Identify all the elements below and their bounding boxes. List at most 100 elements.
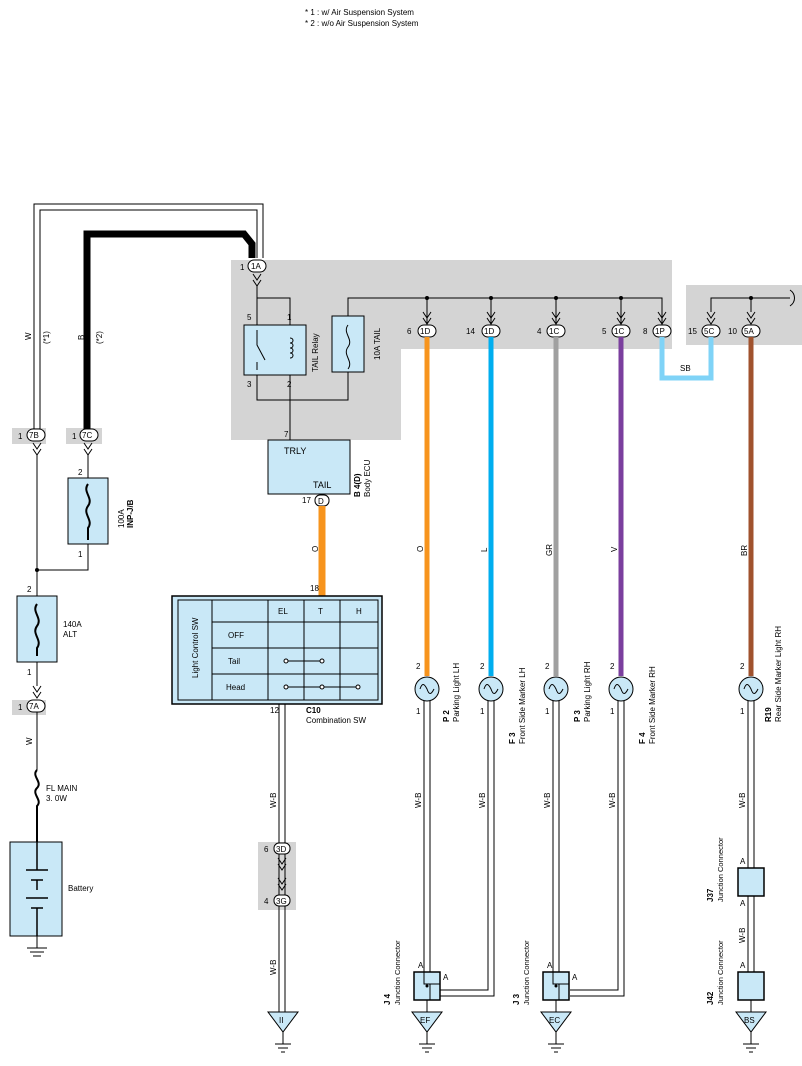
fuse-140a-pin2: 2 xyxy=(27,585,32,594)
ground-ii xyxy=(267,1011,299,1033)
tail-pin17: 17 xyxy=(302,496,311,505)
sw-col-h: H xyxy=(356,607,362,616)
j37-name: Junction Connector xyxy=(716,837,725,902)
relay-pin5: 5 xyxy=(247,313,252,322)
lamp-r19-name: Rear Side Marker Light RH xyxy=(774,626,783,722)
fuse-100a-pin2: 2 xyxy=(78,468,83,477)
battery-label: Battery xyxy=(68,884,93,893)
wire-label-o-ecu: O xyxy=(311,546,320,552)
lamp-p3-name: Parking Light RH xyxy=(583,661,592,722)
wire-label-w: W xyxy=(24,332,33,340)
lamp-p3-pin2: 2 xyxy=(545,662,550,671)
connector-3G xyxy=(273,894,291,907)
connector-7A xyxy=(26,699,46,713)
wire-label-star2: (*2) xyxy=(95,331,104,344)
connector-5C-label: 5C xyxy=(704,327,714,336)
note-2: * 2 : w/o Air Suspension System xyxy=(305,19,419,28)
fl-main-name: FL MAIN xyxy=(46,784,77,793)
fuse-100a-name: INP-J/B xyxy=(126,499,135,528)
lamp-f4-code: F 4 xyxy=(638,732,647,744)
sw-col-el: EL xyxy=(278,607,288,616)
wire-label-wb5: W-B xyxy=(738,793,747,808)
connector-7B-arrow xyxy=(32,442,42,456)
wire-wb-sw xyxy=(278,704,286,1012)
sw-row-head: Head xyxy=(226,683,245,692)
panel-cutout xyxy=(401,349,676,444)
lamp-f4-pin1: 1 xyxy=(610,707,615,716)
ground-ii-label: II xyxy=(279,1016,283,1025)
pin-8: 8 xyxy=(643,327,648,336)
junction-j42: A J42 Junction Connector BS xyxy=(706,940,767,1053)
wire-label-w2: W xyxy=(25,737,34,745)
tail-fuse-label: 10A TAIL xyxy=(373,327,382,360)
pin-5: 5 xyxy=(602,327,607,336)
wire-label-star1: (*1) xyxy=(42,331,51,344)
pin-6: 6 xyxy=(407,327,412,336)
sw-row-tail: Tail xyxy=(228,657,240,666)
j4-pin-a2: A xyxy=(443,973,449,982)
lamp-f3-code: F 3 xyxy=(508,732,517,744)
sw-code: C10 xyxy=(306,706,321,715)
relay-pin1: 1 xyxy=(287,313,292,322)
j37-pin-a1: A xyxy=(740,857,746,866)
connector-3D-arrow xyxy=(277,857,287,871)
ground-ii-symbol xyxy=(275,1032,291,1053)
sw-row-off: OFF xyxy=(228,631,244,640)
relay-contact xyxy=(256,330,266,370)
sw-name: Combination SW xyxy=(306,716,366,725)
j3-name: Junction Connector xyxy=(522,940,531,1005)
fuse-140a-amp: 140A xyxy=(63,620,82,629)
pin-7A: 1 xyxy=(18,703,23,712)
tail-fuse-symbol xyxy=(345,324,351,370)
connector-3D-label: 3D xyxy=(276,845,286,854)
lamp-p2-pin2: 2 xyxy=(416,662,421,671)
wire-label-sb: SB xyxy=(680,364,691,373)
main-junction-dot xyxy=(35,568,39,572)
wire-sb xyxy=(659,337,714,381)
junction-j3: A A J 3 Junction Connector EC xyxy=(512,940,578,1053)
lamp-r19-code: R19 xyxy=(764,707,773,722)
lamp-f3: 2 1 F 3 Front Side Marker LH xyxy=(478,662,527,744)
connector-D-label: D xyxy=(318,497,324,506)
connector-7C xyxy=(79,428,99,442)
ground-ef-label: EF xyxy=(420,1016,430,1025)
connector-1C-a-label: 1C xyxy=(549,327,559,336)
j42-code: J42 xyxy=(706,991,715,1005)
wire-label-l: L xyxy=(480,547,489,552)
wire-100a-to-main xyxy=(37,544,89,571)
trly-label: TRLY xyxy=(284,446,306,456)
wire-b-star2 xyxy=(83,230,256,432)
lamp-p2-name: Parking Light LH xyxy=(452,663,461,722)
j3-pin-a2: A xyxy=(572,973,578,982)
fuse-100a-amp: 100A xyxy=(117,509,126,528)
connector-7C-label: 7C xyxy=(82,431,92,440)
pin-7B: 1 xyxy=(18,432,23,441)
junction-j4: A A J 4 Junction Connector EF xyxy=(383,940,449,1053)
lamp-p2-pin1: 1 xyxy=(416,707,421,716)
sw-pin18: 18 xyxy=(310,584,319,593)
connector-3D xyxy=(273,842,291,855)
sw-pin12: 12 xyxy=(270,706,279,715)
combination-switch: EL T H OFF Tail Head Light Control SW xyxy=(171,595,383,705)
ecu-name: Body ECU xyxy=(363,459,372,497)
fuse-100a-pin1: 1 xyxy=(78,550,83,559)
relay-wires xyxy=(256,286,663,440)
connector-3G-label: 3G xyxy=(276,897,287,906)
pin-3G: 4 xyxy=(264,897,269,906)
tail-relay-label: TAIL Relay xyxy=(311,333,320,372)
lamp-r19-pin2: 2 xyxy=(740,662,745,671)
sw-title: Light Control SW xyxy=(191,617,200,678)
connector-3G-arrow xyxy=(277,877,287,891)
tail-relay xyxy=(243,324,307,376)
lamp-f4-name: Front Side Marker RH xyxy=(648,666,657,744)
j42-pin-a: A xyxy=(740,961,746,970)
fuse-140a-pin1: 1 xyxy=(27,668,32,677)
lamp-p2: 2 1 P 2 Parking Light LH xyxy=(414,662,461,722)
fuse-100a-symbol xyxy=(85,483,91,540)
wire-label-wb-sw2: W-B xyxy=(269,960,278,975)
connector-1A xyxy=(247,259,267,273)
bus-drops xyxy=(426,298,622,325)
wire-label-wb6: W-B xyxy=(738,928,747,943)
lamp-p3-pin1: 1 xyxy=(545,707,550,716)
